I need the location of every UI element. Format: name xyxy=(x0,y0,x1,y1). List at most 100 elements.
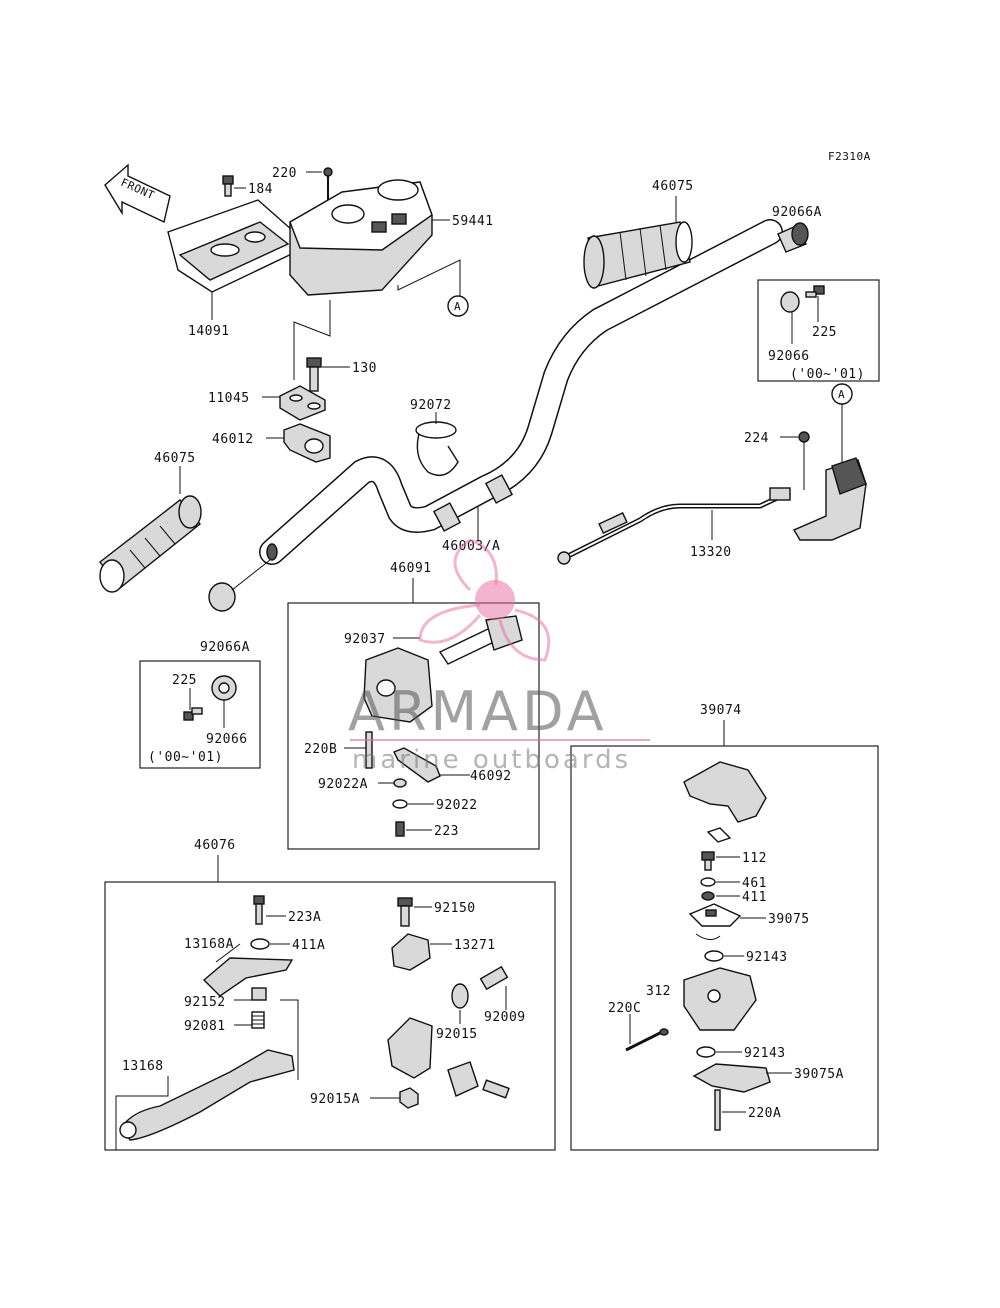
bolt-220 xyxy=(323,167,333,200)
inset-39074 xyxy=(570,745,879,1151)
label-92009: 92009 xyxy=(484,1010,526,1025)
bolt-184 xyxy=(222,175,234,197)
screw-225-right xyxy=(805,285,825,298)
label-92066a-right: 92066A xyxy=(772,205,822,220)
screw-220c xyxy=(625,1028,669,1052)
washer-92022 xyxy=(392,799,408,809)
label-223: 223 xyxy=(434,824,459,839)
label-46075-right: 46075 xyxy=(652,179,694,194)
label-220b: 220B xyxy=(304,742,337,757)
label-92143-b: 92143 xyxy=(744,1046,786,1061)
label-224: 224 xyxy=(744,431,769,446)
watermark-brand: ARMADA xyxy=(348,680,608,743)
watermark-logo xyxy=(418,538,551,662)
label-461: 461 xyxy=(742,876,767,891)
label-39074: 39074 xyxy=(700,703,742,718)
label-92072: 92072 xyxy=(410,398,452,413)
switch-cover-39074 xyxy=(683,761,767,823)
bracket-13271 xyxy=(391,933,431,971)
screw-223 xyxy=(395,821,405,837)
callout-a-left-letter: A xyxy=(454,300,461,313)
label-92022a: 92022A xyxy=(318,777,368,792)
washer-92022a xyxy=(393,778,407,788)
label-59441: 59441 xyxy=(452,214,494,229)
upper-cover-59441 xyxy=(289,179,433,296)
label-46075-left: 46075 xyxy=(154,451,196,466)
throttle-cable-13320 xyxy=(557,487,792,565)
clip xyxy=(706,827,732,843)
label-411a: 411A xyxy=(292,938,325,953)
clamp-92072 xyxy=(415,421,459,476)
label-46092: 46092 xyxy=(470,769,512,784)
label-46091: 46091 xyxy=(390,561,432,576)
bolt-92150 xyxy=(397,897,413,927)
inset-46091 xyxy=(287,602,540,850)
label-220-top: 220 xyxy=(272,166,297,181)
label-92037: 92037 xyxy=(344,632,386,647)
label-92150: 92150 xyxy=(434,901,476,916)
washer-92143-a xyxy=(704,950,724,962)
plate-39075 xyxy=(688,903,742,927)
callout-a-right-letter: A xyxy=(838,388,845,401)
label-92022: 92022 xyxy=(436,798,478,813)
inset-46076 xyxy=(104,881,556,1151)
lever-39075a xyxy=(692,1063,771,1093)
collar-92152 xyxy=(251,987,267,1001)
holder-46012 xyxy=(283,423,331,463)
washer-411 xyxy=(701,891,715,901)
washer-92143-b xyxy=(696,1046,716,1058)
lever-bracket-13168a xyxy=(202,957,294,997)
label-312: 312 xyxy=(646,984,671,999)
label-46012: 46012 xyxy=(212,432,254,447)
front-arrow-icon: FRONT xyxy=(104,163,171,224)
spring-92081 xyxy=(251,1011,265,1029)
label-223a: 223A xyxy=(288,910,321,925)
label-92066-right: 92066 xyxy=(768,349,810,364)
label-225-left: 225 xyxy=(172,673,197,688)
bar-end-92066a-right xyxy=(777,222,809,253)
label-92143-a: 92143 xyxy=(746,950,788,965)
label-220a: 220A xyxy=(748,1106,781,1121)
label-46076: 46076 xyxy=(194,838,236,853)
label-14091: 14091 xyxy=(188,324,230,339)
bar-end-cap-left xyxy=(208,582,236,612)
bar-end-92066-right xyxy=(780,291,800,313)
label-225-right: 225 xyxy=(812,325,837,340)
figure-code: F2310A xyxy=(828,150,871,163)
adjuster-92015 xyxy=(451,965,509,1009)
lever-13168 xyxy=(119,1049,295,1141)
watermark-tagline: marine outboards xyxy=(352,745,631,775)
label-411: 411 xyxy=(742,890,767,905)
bar-end-92066-left xyxy=(211,675,237,701)
label-130: 130 xyxy=(352,361,377,376)
label-92015a: 92015A xyxy=(310,1092,360,1107)
grip-46075-left xyxy=(99,495,202,593)
label-13271: 13271 xyxy=(454,938,496,953)
handlebar-46003 xyxy=(259,219,783,565)
year-right: ('00~'01) xyxy=(790,367,865,382)
bolt-130 xyxy=(306,357,322,392)
inset-92066-left xyxy=(139,660,261,769)
label-184: 184 xyxy=(248,182,273,197)
label-13168a: 13168A xyxy=(184,937,234,952)
label-220c: 220C xyxy=(608,1001,641,1016)
label-112: 112 xyxy=(742,851,767,866)
year-left: ('00~'01) xyxy=(148,750,223,765)
callout-a-left xyxy=(447,295,469,317)
screw-220a xyxy=(714,1089,721,1131)
screw-225-left xyxy=(183,707,203,721)
label-13320: 13320 xyxy=(690,545,732,560)
ring-461 xyxy=(700,877,716,887)
screw-112 xyxy=(701,851,715,871)
inset-92066-right xyxy=(757,279,880,382)
label-11045: 11045 xyxy=(208,391,250,406)
switch-housing-lower xyxy=(683,967,757,1031)
throttle-case xyxy=(792,457,867,541)
label-39075a: 39075A xyxy=(794,1067,844,1082)
lever-46092 xyxy=(393,747,441,783)
label-92081: 92081 xyxy=(184,1019,226,1034)
label-92066-left: 92066 xyxy=(206,732,248,747)
screw-224 xyxy=(798,431,810,490)
label-92152: 92152 xyxy=(184,995,226,1010)
